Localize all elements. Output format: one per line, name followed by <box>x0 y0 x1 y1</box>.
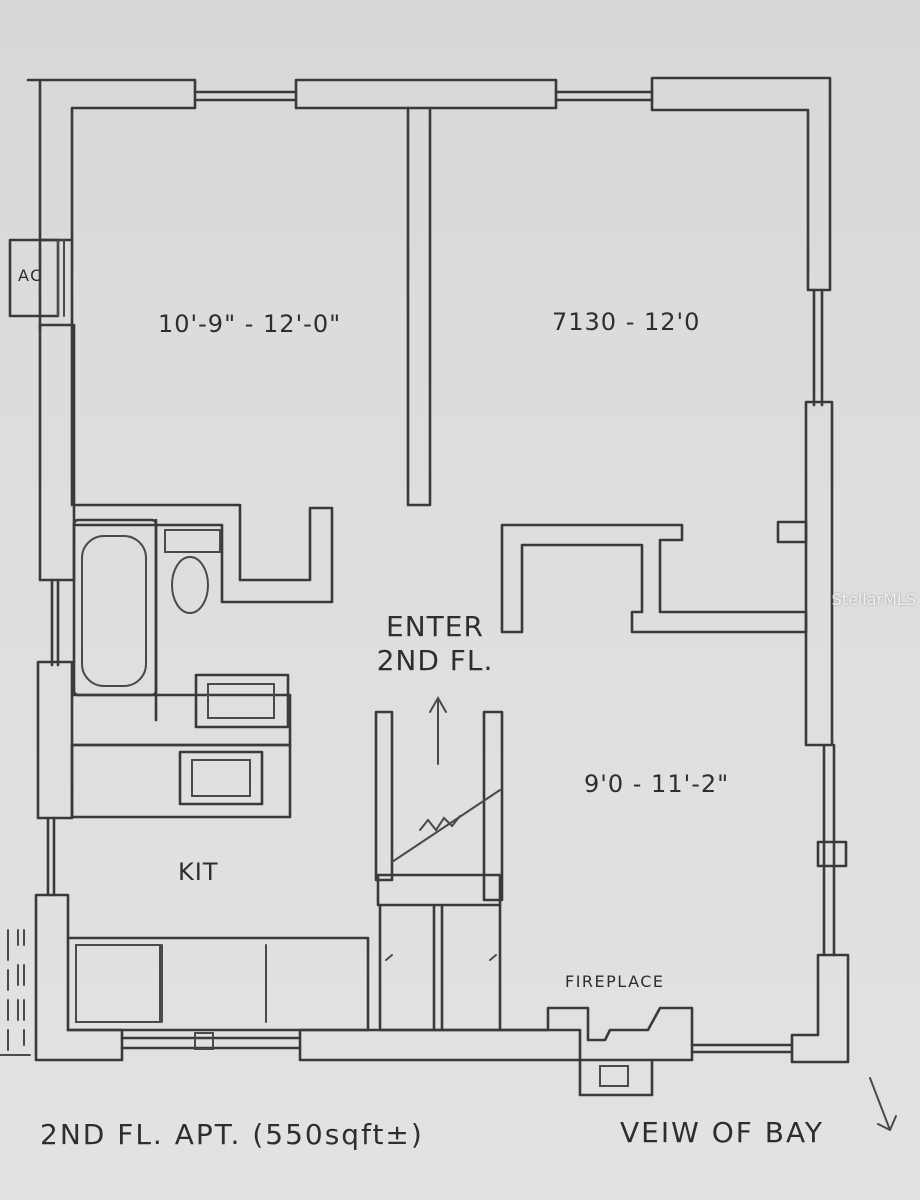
bedroom1-dimensions: 10'-9" - 12'-0" <box>158 310 342 338</box>
watermark-logo: StellarMLS <box>831 590 916 609</box>
toilet-bowl <box>171 556 209 614</box>
exterior-walls <box>26 76 850 1064</box>
living-dimensions: 9'0 - 11'-2" <box>584 770 730 798</box>
entry-label-line1: ENTER <box>386 610 484 643</box>
kitchen-label: KIT <box>178 858 219 886</box>
bay-direction-arrow-icon <box>869 1077 897 1132</box>
ac-unit <box>8 238 65 318</box>
bathtub <box>81 535 147 687</box>
entry-label-line2: 2ND FL. <box>376 644 494 677</box>
up-arrow-icon <box>429 695 447 765</box>
toilet-tank <box>164 529 221 553</box>
bedroom-partition <box>406 106 432 507</box>
view-caption: VEIW OF BAY <box>620 1116 825 1149</box>
bathroom <box>72 503 334 747</box>
exterior-stairs-marks <box>0 929 31 1056</box>
fireplace <box>498 1006 694 1097</box>
entry-label: ENTER 2ND FL. <box>360 610 510 678</box>
sink <box>207 683 275 719</box>
bedroom2-dimensions: 7130 - 12'0 <box>552 308 701 336</box>
ac-label: AC <box>18 266 43 285</box>
plan-caption: 2ND FL. APT. (550sqft±) <box>40 1118 424 1151</box>
closets <box>500 520 808 634</box>
fireplace-label: FIREPLACE <box>565 972 665 991</box>
stove <box>191 759 251 797</box>
staircase <box>374 695 504 1032</box>
kitchen-counters <box>66 673 370 1050</box>
